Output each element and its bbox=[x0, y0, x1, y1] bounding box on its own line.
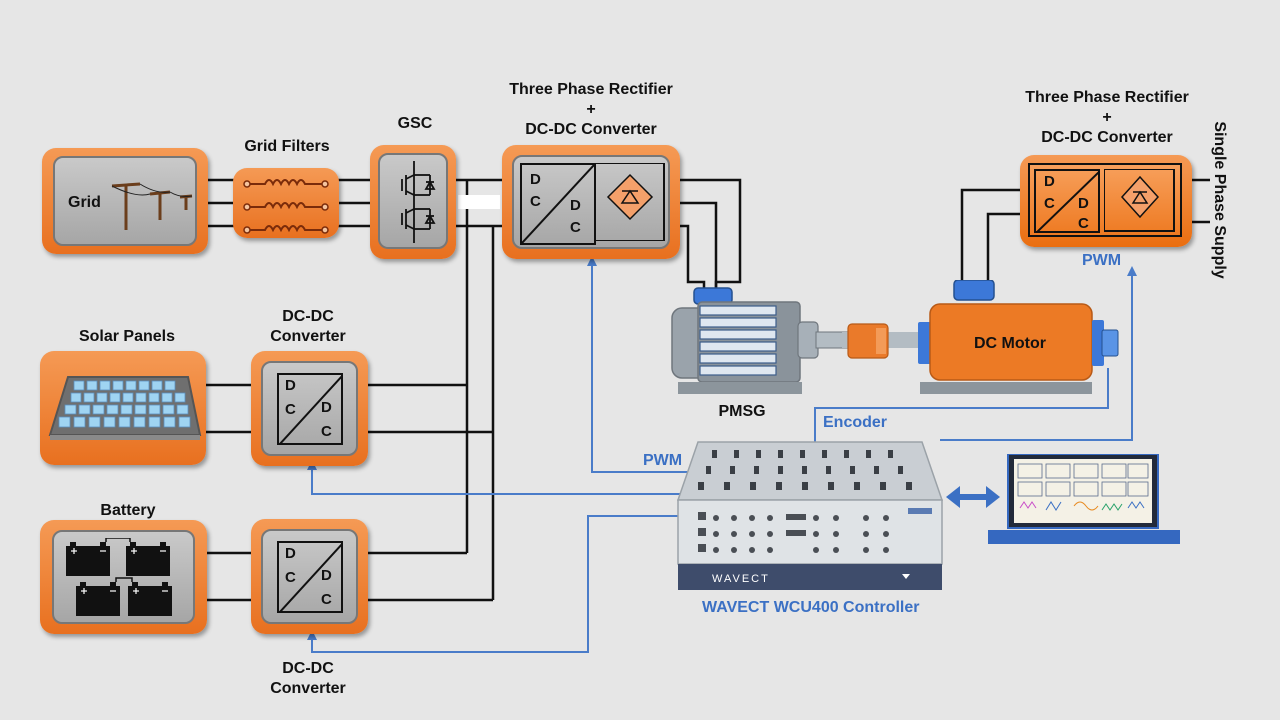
dcdc-battery-line2: Converter bbox=[270, 680, 346, 697]
d-letter: D bbox=[1078, 195, 1089, 212]
dcdc-solar-line1: DC-DC bbox=[282, 308, 334, 325]
diode-bridge-icon bbox=[594, 163, 665, 241]
controller-brand-text: WAVECT bbox=[712, 573, 770, 585]
encoder-label: Encoder bbox=[823, 414, 888, 431]
rectifier-right-inner: D C D C bbox=[1028, 163, 1182, 237]
dc-motor-label: DC Motor bbox=[974, 335, 1046, 352]
gsc-inner bbox=[378, 153, 448, 249]
dcdc-symbol bbox=[277, 541, 343, 613]
inductor-icon bbox=[243, 179, 329, 234]
gsc-label: GSC bbox=[397, 115, 433, 132]
c-letter: C bbox=[285, 401, 296, 418]
solar-panels-block bbox=[40, 351, 206, 465]
grid-block: Grid bbox=[42, 148, 208, 254]
rectifier-top-title: Three Phase Rectifier + DC-DC Converter bbox=[486, 80, 696, 140]
dcdc-solar-inner: D C D C bbox=[261, 361, 358, 456]
rectifier-top-line3: DC-DC Converter bbox=[525, 121, 657, 138]
rectifier-right-line1: Three Phase Rectifier bbox=[1025, 89, 1189, 106]
rectifier-top-line1: Three Phase Rectifier bbox=[509, 81, 673, 98]
c-letter: C bbox=[1078, 215, 1089, 232]
dcdc-battery-inner: D C D C bbox=[261, 529, 358, 624]
diode-bridge-icon bbox=[1104, 169, 1175, 232]
battery-label: Battery bbox=[100, 502, 156, 519]
signal-lines bbox=[311, 262, 1133, 653]
d-letter: D bbox=[285, 377, 296, 394]
dcdc-battery-title: DC-DC Converter bbox=[250, 659, 366, 699]
battery-icon bbox=[66, 538, 172, 616]
laptop-icon bbox=[988, 454, 1180, 544]
c-letter: C bbox=[321, 591, 332, 608]
rectifier-top-inner: D C D C bbox=[512, 155, 670, 249]
rectifier-right-line2: + bbox=[1102, 109, 1112, 126]
c-letter: C bbox=[530, 193, 541, 210]
single-phase-supply-label: Single Phase Supply bbox=[1211, 121, 1228, 279]
rectifier-right-title: Three Phase Rectifier + DC-DC Converter bbox=[1002, 88, 1212, 148]
c-letter: C bbox=[570, 219, 581, 236]
rectifier-right-block: D C D C bbox=[1020, 155, 1192, 247]
grid-power-lines bbox=[205, 178, 1210, 602]
pwm-center-label: PWM bbox=[643, 452, 683, 469]
gsc-block bbox=[370, 145, 456, 259]
d-letter: D bbox=[530, 171, 541, 188]
bus-highlight bbox=[458, 195, 500, 209]
rectifier-right-line3: DC-DC Converter bbox=[1041, 129, 1173, 146]
c-letter: C bbox=[321, 423, 332, 440]
pwm-right-label: PWM bbox=[1082, 252, 1122, 269]
dcdc-solar-title: DC-DC Converter bbox=[250, 307, 366, 347]
dcdc-battery-line1: DC-DC bbox=[282, 660, 334, 677]
dc-motor-icon bbox=[918, 280, 1119, 394]
double-arrow-icon bbox=[946, 486, 1000, 508]
grid-filters-label: Grid Filters bbox=[244, 138, 330, 155]
solar-panel-icon bbox=[48, 376, 202, 440]
d-letter: D bbox=[321, 567, 332, 584]
solar-panels-label: Solar Panels bbox=[78, 328, 176, 345]
battery-block bbox=[40, 520, 207, 634]
dcdc-battery-block: D C D C bbox=[251, 519, 368, 634]
wcu400-controller-icon: WAVECT bbox=[676, 441, 944, 590]
d-letter: D bbox=[321, 399, 332, 416]
pmsg-label: PMSG bbox=[718, 403, 766, 420]
igbt-icon bbox=[401, 161, 436, 243]
dcdc-solar-line2: Converter bbox=[270, 328, 346, 345]
grid-filters-block bbox=[233, 168, 339, 238]
d-letter: D bbox=[1044, 173, 1055, 190]
dcdc-solar-block: D C D C bbox=[251, 351, 368, 466]
controller-label: WAVECT WCU400 Controller bbox=[702, 599, 920, 616]
battery-inner bbox=[52, 530, 195, 624]
rectifier-top-line2: + bbox=[586, 101, 596, 118]
power-pole-icon bbox=[111, 182, 193, 230]
c-letter: C bbox=[285, 569, 296, 586]
dcdc-symbol-right bbox=[1034, 169, 1100, 233]
rectifier-top-block: D C D C bbox=[502, 145, 680, 259]
pmsg-generator-icon bbox=[671, 287, 857, 394]
grid-label: Grid bbox=[68, 194, 101, 211]
c-letter: C bbox=[1044, 195, 1055, 212]
d-letter: D bbox=[570, 197, 581, 214]
dcdc-symbol bbox=[277, 373, 343, 445]
d-letter: D bbox=[285, 545, 296, 562]
